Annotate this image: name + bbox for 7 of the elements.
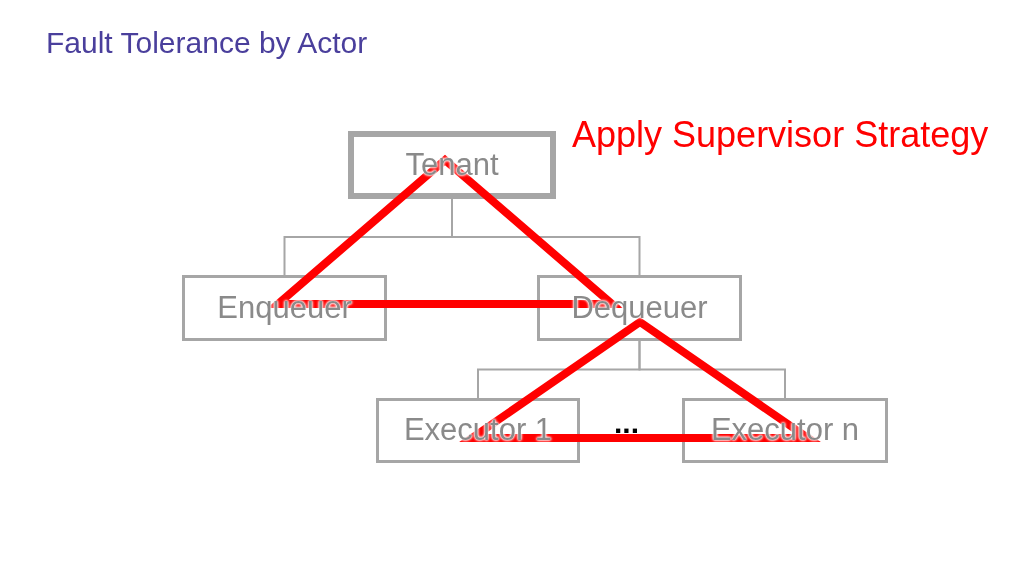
actor-box — [537, 275, 742, 341]
ellipsis-text: ... — [614, 405, 639, 441]
actor-name: Dequeuer — [571, 288, 708, 327]
connector-line — [638, 340, 786, 399]
annotation-text: Apply Supervisor Strategy — [572, 113, 989, 157]
actor-box — [376, 398, 580, 463]
slide-title: Fault Tolerance by Actor — [46, 25, 368, 61]
